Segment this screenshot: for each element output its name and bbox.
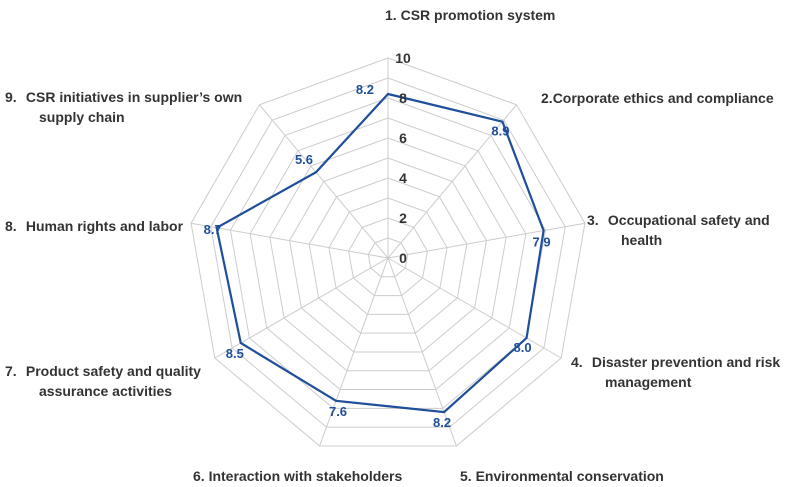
radar-spoke <box>387 222 586 259</box>
category-label-9: 9. CSR initiatives in supplier’s own sup… <box>5 89 243 125</box>
tick-label: 4 <box>399 170 407 186</box>
value-label: 8.2 <box>356 82 374 97</box>
tick-label: 6 <box>399 130 407 146</box>
value-label: 8.5 <box>226 346 244 361</box>
category-label-3: 3. Occupational safety and health <box>587 212 770 248</box>
radar-tick-labels: 0 2 4 6 8 10 <box>395 50 411 266</box>
category-number: 1. <box>385 7 397 23</box>
radar-spoke <box>190 222 389 259</box>
category-number: 5. <box>460 468 472 484</box>
radar-spoke <box>387 257 457 447</box>
category-text: CSR initiatives in supplier’s own supply… <box>25 89 243 125</box>
grid-ring <box>269 137 507 372</box>
radar-spoke <box>214 257 389 359</box>
category-label-4: 4. Disaster prevention and risk manageme… <box>571 354 781 390</box>
series-line <box>215 92 545 414</box>
category-number: 2. <box>541 90 553 106</box>
radar-series <box>215 92 545 414</box>
category-label-2: 2.Corporate ethics and compliance <box>541 88 774 108</box>
category-text: Product safety and quality assurance act… <box>25 363 201 399</box>
category-label-5: 5. Environmental conservation <box>460 466 664 486</box>
value-label: 7.9 <box>533 235 551 250</box>
category-text: Human rights and labor <box>25 218 184 234</box>
tick-label: 2 <box>399 210 407 226</box>
grid-ring <box>308 177 468 334</box>
category-label-7: 7. Product safety and quality assurance … <box>5 363 201 399</box>
radar-spoke <box>259 104 389 259</box>
grid-ring <box>367 237 409 278</box>
grid-ring <box>190 57 586 447</box>
grid-ring <box>328 197 448 315</box>
radar-spoke <box>387 104 517 259</box>
category-label-1: 1. CSR promotion system <box>385 5 555 25</box>
grid-ring <box>249 117 527 391</box>
category-label-6: 6. Interaction with stakeholders <box>193 466 402 486</box>
category-text: CSR promotion system <box>400 7 556 23</box>
radar-spoke <box>319 257 389 447</box>
grid-ring <box>229 97 547 409</box>
grid-ring <box>348 217 428 297</box>
value-label: 8.9 <box>491 124 509 139</box>
grid-ring <box>210 77 566 428</box>
radar-spokes <box>190 58 586 447</box>
value-label: 8.7 <box>204 222 222 237</box>
grid-ring <box>288 157 488 353</box>
radar-grid <box>190 57 586 447</box>
tick-label: 0 <box>399 250 407 266</box>
tick-label: 10 <box>395 50 411 66</box>
category-text: Environmental conservation <box>475 468 664 484</box>
category-text: Occupational safety and health <box>607 212 770 248</box>
radar-spoke <box>387 257 562 359</box>
category-text: Corporate ethics and compliance <box>552 90 774 106</box>
category-text: Disaster prevention and risk management <box>591 354 781 390</box>
value-label: 8.2 <box>433 415 451 430</box>
category-label-8: 8. Human rights and labor <box>5 218 184 234</box>
value-label: 7.6 <box>329 404 347 419</box>
tick-label: 8 <box>399 90 407 106</box>
category-text: Interaction with stakeholders <box>208 468 403 484</box>
category-number: 6. <box>193 468 205 484</box>
value-label: 8.0 <box>514 340 532 355</box>
radar-value-labels: 8.2 8.9 7.9 8.0 8.2 7.6 8.5 8.7 5.6 <box>204 82 551 430</box>
value-label: 5.6 <box>295 152 313 167</box>
